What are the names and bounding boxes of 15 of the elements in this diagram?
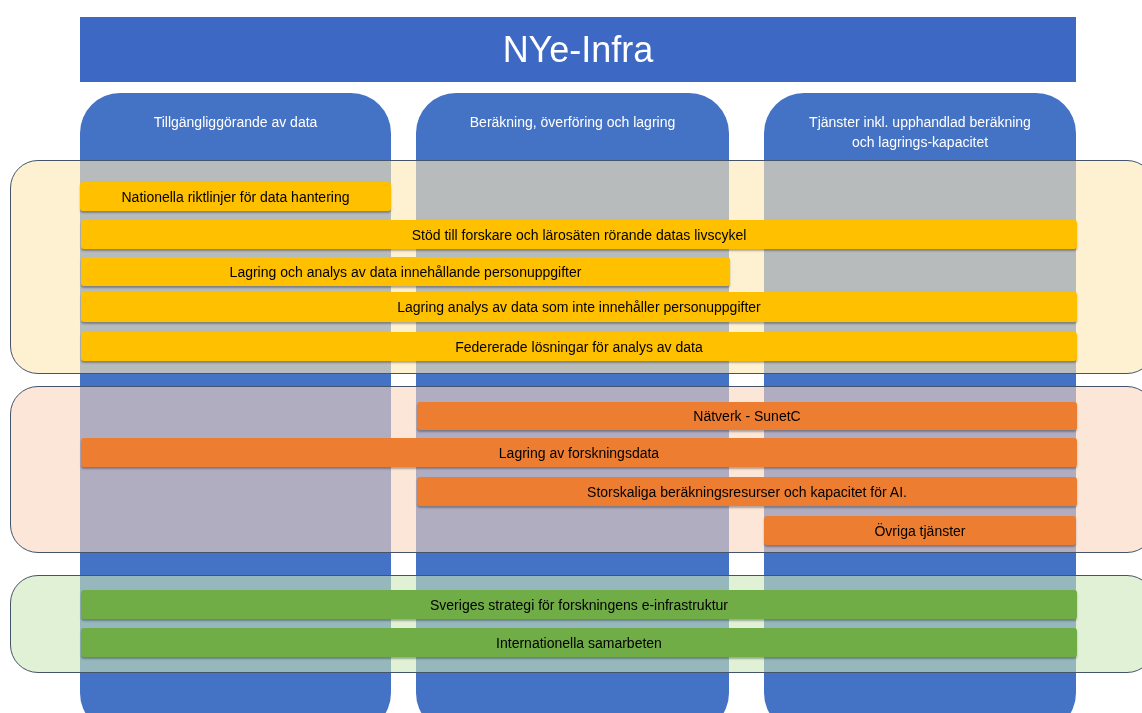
category-bar: Internationella samarbeten: [81, 628, 1077, 657]
category-bar: Federerade lösningar för analys av data: [81, 332, 1077, 361]
title-banner: NYe-Infra: [80, 17, 1076, 82]
category-bar: Lagring och analys av data innehållande personuppgifter: [81, 257, 730, 286]
category-band: [10, 575, 1142, 673]
category-bar: Nätverk - SunetC: [417, 402, 1077, 430]
category-band: [10, 386, 1142, 553]
category-bar: Nationella riktlinjer för data hantering: [80, 182, 391, 211]
category-bar: Stöd till forskare och lärosäten rörande datas livscykel: [81, 220, 1077, 249]
category-bar: Storskaliga beräkningsresurser och kapacitet för AI.: [417, 477, 1077, 506]
category-band: [10, 160, 1142, 374]
category-bar: Lagring analys av data som inte innehåller personuppgifter: [81, 292, 1077, 322]
category-bar: Övriga tjänster: [764, 516, 1076, 545]
category-bar: Sveriges strategi för forskningens e-infrastruktur: [81, 590, 1077, 619]
category-bar: Lagring av forskningsdata: [81, 438, 1077, 467]
